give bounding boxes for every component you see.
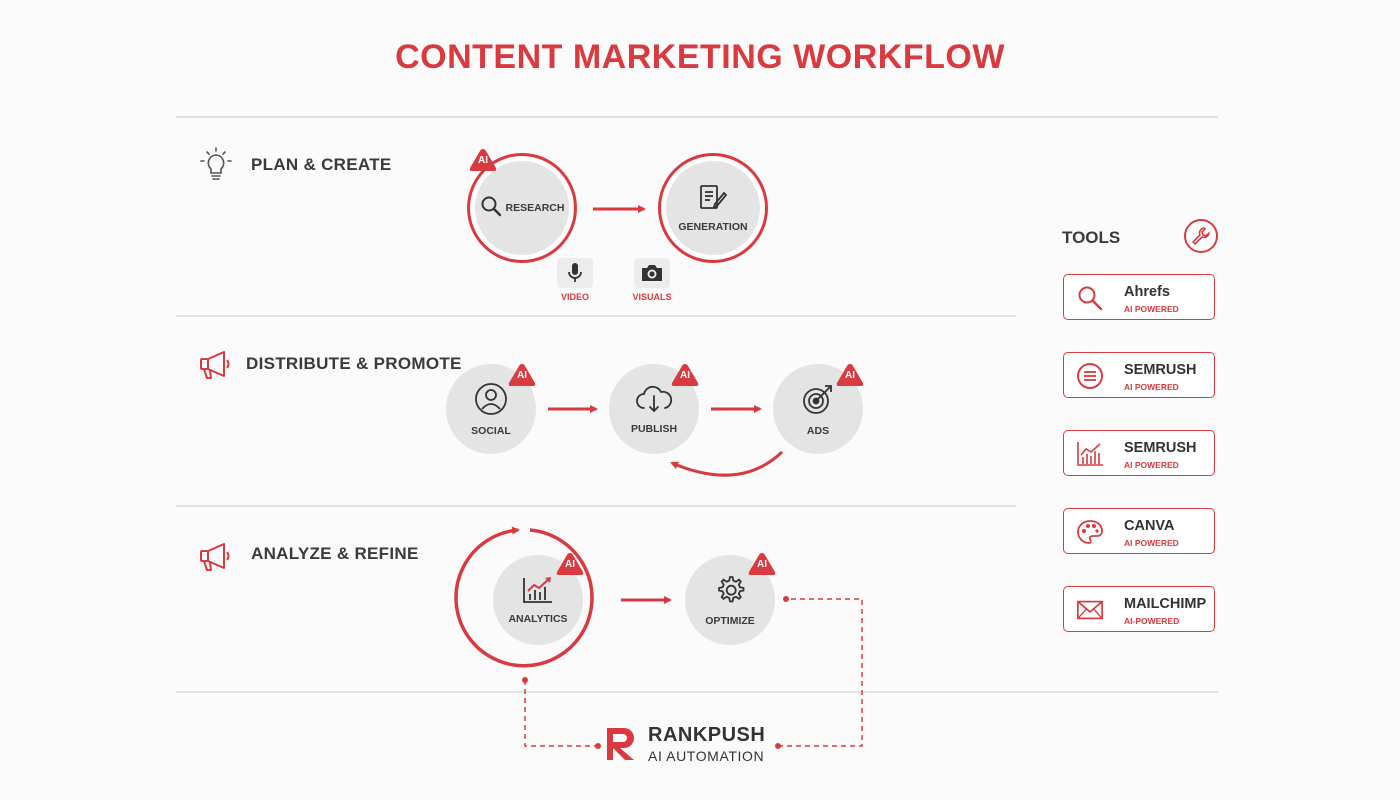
tool-subtitle: AI POWERED xyxy=(1124,538,1179,548)
node-label: ADS xyxy=(806,424,830,437)
page-title: CONTENT MARKETING WORKFLOW xyxy=(395,38,1005,76)
tool-subtitle: AI-POWERED xyxy=(1124,616,1180,626)
tool-subtitle: AI POWERED xyxy=(1124,304,1179,314)
search-icon xyxy=(480,195,502,222)
camera-icon xyxy=(634,258,670,288)
analytics-cycle-ring xyxy=(454,526,594,668)
ai-badge: AI xyxy=(555,552,585,576)
microphone-icon xyxy=(557,258,593,288)
tools-heading: TOOLS xyxy=(1062,228,1121,247)
media-visuals[interactable]: VISUALS xyxy=(630,258,674,302)
node-label: ANALYTICS xyxy=(508,612,568,625)
palette-icon xyxy=(1076,519,1104,545)
tool-card-mailchimp[interactable]: MAILCHIMP AI-POWERED xyxy=(1063,586,1215,632)
media-label: VIDEO xyxy=(560,292,589,302)
tool-name: SEMRUSH xyxy=(1124,440,1197,456)
arrow-ads-loop xyxy=(670,450,784,477)
tool-name: MAILCHIMP xyxy=(1124,596,1207,612)
brand-name: RANKPUSH xyxy=(648,724,766,746)
dashed-link-right xyxy=(778,598,863,747)
tool-card-semrush[interactable]: SEMRUSH AI POWERED xyxy=(1063,352,1215,398)
user-icon xyxy=(474,382,508,421)
tool-card-ahrefs[interactable]: Ahrefs AI POWERED xyxy=(1063,274,1215,320)
megaphone-icon xyxy=(198,540,234,579)
lightbulb-icon xyxy=(198,146,234,189)
tool-card-canva[interactable]: CANVA AI POWERED xyxy=(1063,508,1215,554)
rankpush-logo xyxy=(604,724,640,767)
node-label: RESEARCH xyxy=(505,202,565,214)
wrench-icon[interactable] xyxy=(1184,219,1218,253)
tool-name: CANVA xyxy=(1124,518,1175,534)
tool-card-semrush-analytics[interactable]: SEMRUSH AI POWERED xyxy=(1063,430,1215,476)
megaphone-icon xyxy=(198,348,234,387)
gear-icon xyxy=(714,574,746,611)
tool-subtitle: AI POWERED xyxy=(1124,460,1179,470)
node-label: OPTIMIZE xyxy=(705,614,755,627)
section-title-distribute: DISTRIBUTE & PROMOTE xyxy=(246,354,462,373)
ai-badge: AI xyxy=(468,148,498,172)
node-label: PUBLISH xyxy=(630,422,678,435)
ai-badge: AI xyxy=(747,552,777,576)
tool-name: Ahrefs xyxy=(1124,284,1170,300)
target-icon xyxy=(801,382,835,421)
document-pen-icon xyxy=(698,184,728,217)
node-label: SOCIAL xyxy=(471,424,511,437)
section-title-analyze: ANALYZE & REFINE xyxy=(251,544,419,563)
media-video[interactable]: VIDEO xyxy=(553,258,597,302)
ai-badge: AI xyxy=(507,363,537,387)
tool-name: SEMRUSH xyxy=(1124,362,1197,378)
section-title-plan: PLAN & CREATE xyxy=(251,155,392,174)
node-label: GENERATION xyxy=(678,220,748,233)
chart-icon xyxy=(521,576,555,609)
node-publish[interactable]: PUBLISH xyxy=(609,364,699,454)
chart-icon xyxy=(1076,441,1104,467)
dashed-link-left xyxy=(524,680,598,747)
media-label: VISUALS xyxy=(632,292,672,302)
ai-badge: AI xyxy=(835,363,865,387)
ai-badge: AI xyxy=(670,363,700,387)
mail-icon xyxy=(1076,597,1104,623)
node-analytics[interactable]: ANALYTICS xyxy=(493,555,583,645)
node-generation[interactable]: GENERATION xyxy=(666,161,760,255)
brand-tagline: AI AUTOMATION xyxy=(648,748,765,764)
cloud-download-icon xyxy=(634,384,674,419)
node-research[interactable]: RESEARCH xyxy=(475,161,569,255)
tool-subtitle: AI POWERED xyxy=(1124,382,1179,392)
list-icon xyxy=(1076,363,1104,389)
search-icon xyxy=(1076,285,1104,311)
